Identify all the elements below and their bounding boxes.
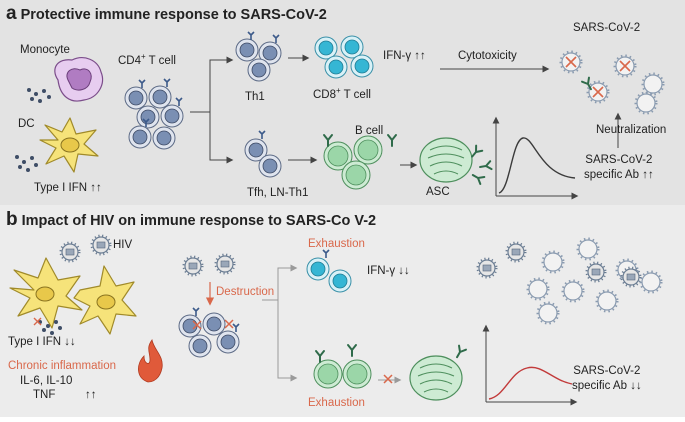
dc-label: DC: [18, 118, 35, 130]
specific-ab-a-text: specific Ab: [584, 169, 639, 181]
destroyed-t-cells: [178, 307, 240, 358]
panel-b-letter: b: [6, 209, 18, 230]
cd4-label-sup: +: [141, 52, 146, 61]
monocyte-label: Monocyte: [20, 44, 70, 56]
arrow-to-exhausted-bcell: [277, 300, 298, 382]
neutralization-label: Neutralization: [596, 124, 667, 136]
cd4-t-cell-label: CD4+ T cell: [118, 52, 176, 67]
antibody-curve-a: [492, 116, 579, 200]
flame-icon: [138, 339, 163, 383]
antibody-curve-b: [482, 324, 578, 406]
exhaustion-label-bottom: Exhaustion: [308, 397, 365, 409]
blocked-mark: [383, 374, 393, 384]
cd4-label-suffix: T cell: [145, 54, 176, 67]
arrow-to-exhausted-cd8: [262, 264, 298, 301]
cd8-label-suffix: T cell: [340, 88, 371, 101]
panel-a-title-text: Protective immune response to SARS-CoV-2: [20, 7, 327, 23]
panel-b-title-text: Impact of HIV on immune response to SARS…: [21, 213, 377, 229]
monocyte-cell: [54, 57, 104, 102]
cytotoxicity-label: Cytotoxicity: [458, 50, 517, 62]
type1-ifn-label-b: Type I IFN ↓↓: [8, 336, 76, 348]
hiv-label: HIV: [113, 239, 133, 251]
specific-ab-a-line2: specific Ab ↑↑: [584, 168, 654, 183]
cytokine-dots-b: [33, 317, 62, 335]
chronic-inflammation-label: Chronic inflammation: [8, 360, 117, 372]
specific-ab-label-a: SARS-CoV-2 specific Ab ↑↑: [584, 153, 654, 183]
panel-a-letter: a: [6, 3, 17, 24]
ifn-gamma-label-b: IFN-γ ↓↓: [367, 265, 410, 277]
dendritic-cell: [39, 117, 99, 173]
specific-ab-b-line2: specific Ab ↓↓: [572, 379, 642, 394]
cd4-label-text: CD4: [118, 54, 142, 67]
arrow-to-tfh: [209, 112, 234, 164]
specific-ab-label-b: SARS-CoV-2 specific Ab ↓↓: [572, 364, 642, 394]
th1-label: Th1: [245, 91, 265, 103]
cytokines-label-line2: TNF: [33, 389, 56, 401]
specific-ab-b-line1: SARS-CoV-2: [573, 365, 641, 377]
cytokine-dots-dc: [15, 155, 38, 172]
cytokines-label-line1: IL-6, IL-10: [20, 375, 73, 387]
arrow-to-th1: [190, 56, 234, 113]
sars-cov-2-label-a: SARS-CoV-2: [573, 22, 641, 34]
cd8-t-cell-label: CD8+ T cell: [313, 86, 371, 101]
specific-ab-b-text: specific Ab: [572, 380, 627, 392]
asc-label: ASC: [426, 186, 450, 198]
cytokine-dots-monocyte: [27, 88, 51, 103]
ifn-gamma-label-a: IFN-γ ↑↑: [383, 50, 426, 62]
asc-cell: [419, 137, 493, 185]
sars-cov-2-virions-a: [559, 50, 665, 115]
destruction-label: Destruction: [216, 286, 275, 298]
specific-ab-a-line1: SARS-CoV-2: [585, 154, 653, 166]
exhaustion-label-top: Exhaustion: [308, 238, 365, 250]
specific-ab-b-arrow: ↓↓: [630, 380, 642, 392]
type1-ifn-label-a: Type I IFN ↑↑: [34, 182, 102, 194]
tfh-label: Tfh, LN-Th1: [247, 187, 309, 199]
asc-cell-b: [409, 344, 467, 401]
cytokines-arrow: ↑↑: [85, 389, 97, 401]
b-cell-label: B cell: [355, 125, 384, 137]
cd8-label-text: CD8: [313, 88, 337, 101]
hiv-infected-dc-cells: [9, 257, 137, 335]
specific-ab-a-arrow: ↑↑: [642, 169, 654, 181]
cd8-label-sup: +: [336, 86, 341, 95]
